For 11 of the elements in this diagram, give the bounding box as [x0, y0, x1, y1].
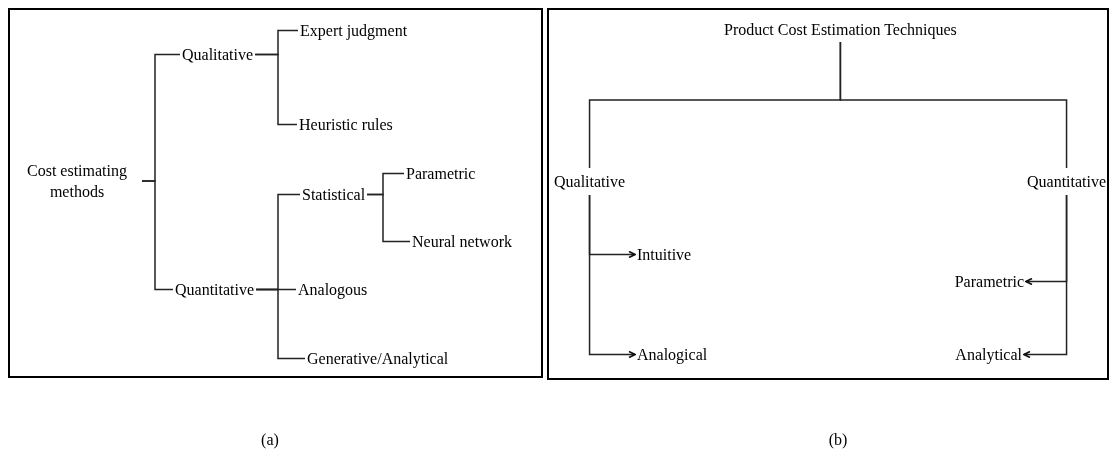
panel-frame: [8, 8, 543, 378]
connector-line: [839, 41, 1068, 169]
arrow: [588, 194, 636, 359]
arrow: [1023, 194, 1068, 359]
panel-caption: (a): [261, 430, 279, 450]
connector-line: [366, 193, 411, 243]
panel-frame: [547, 8, 1109, 380]
connector-line: [255, 288, 306, 360]
connector-line: [141, 180, 174, 291]
panel-caption: (b): [828, 430, 848, 450]
connector-line: [254, 53, 298, 126]
